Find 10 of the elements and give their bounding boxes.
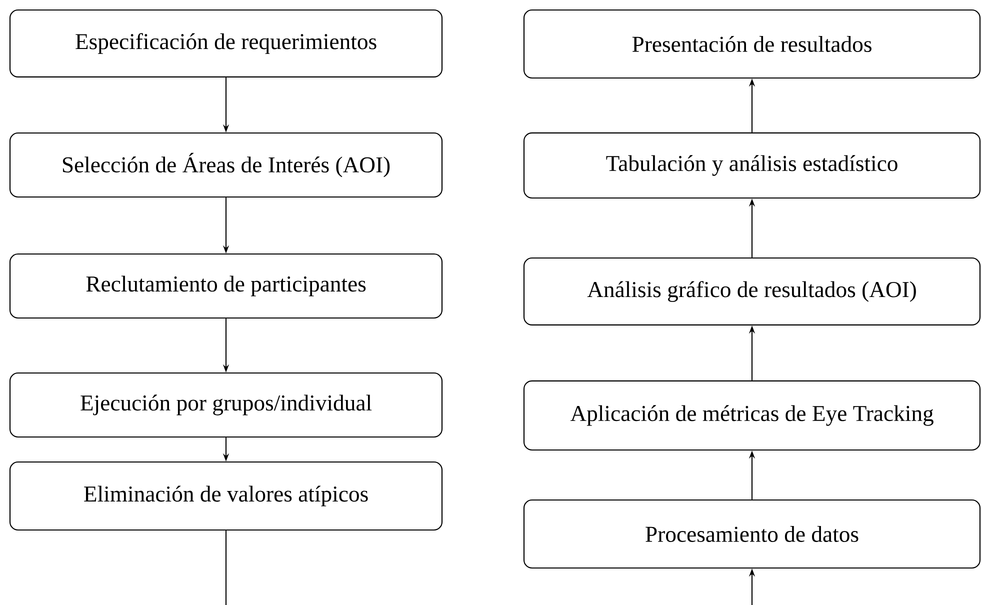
process-box: Tabulación y análisis estadístico [523, 132, 981, 199]
process-box: Ejecución por grupos/individual [9, 372, 443, 438]
process-box: Reclutamiento de participantes [9, 253, 443, 319]
process-box: Selección de Áreas de Interés (AOI) [9, 132, 443, 198]
process-box: Presentación de resultados [523, 9, 981, 79]
process-box: Análisis gráfico de resultados (AOI) [523, 258, 981, 326]
process-box: Aplicación de métricas de Eye Tracking [523, 380, 981, 451]
process-box: Procesamiento de datos [523, 499, 981, 569]
process-box: Eliminación de valores atípicos [9, 461, 443, 531]
process-box: Especificación de requerimientos [9, 10, 443, 78]
